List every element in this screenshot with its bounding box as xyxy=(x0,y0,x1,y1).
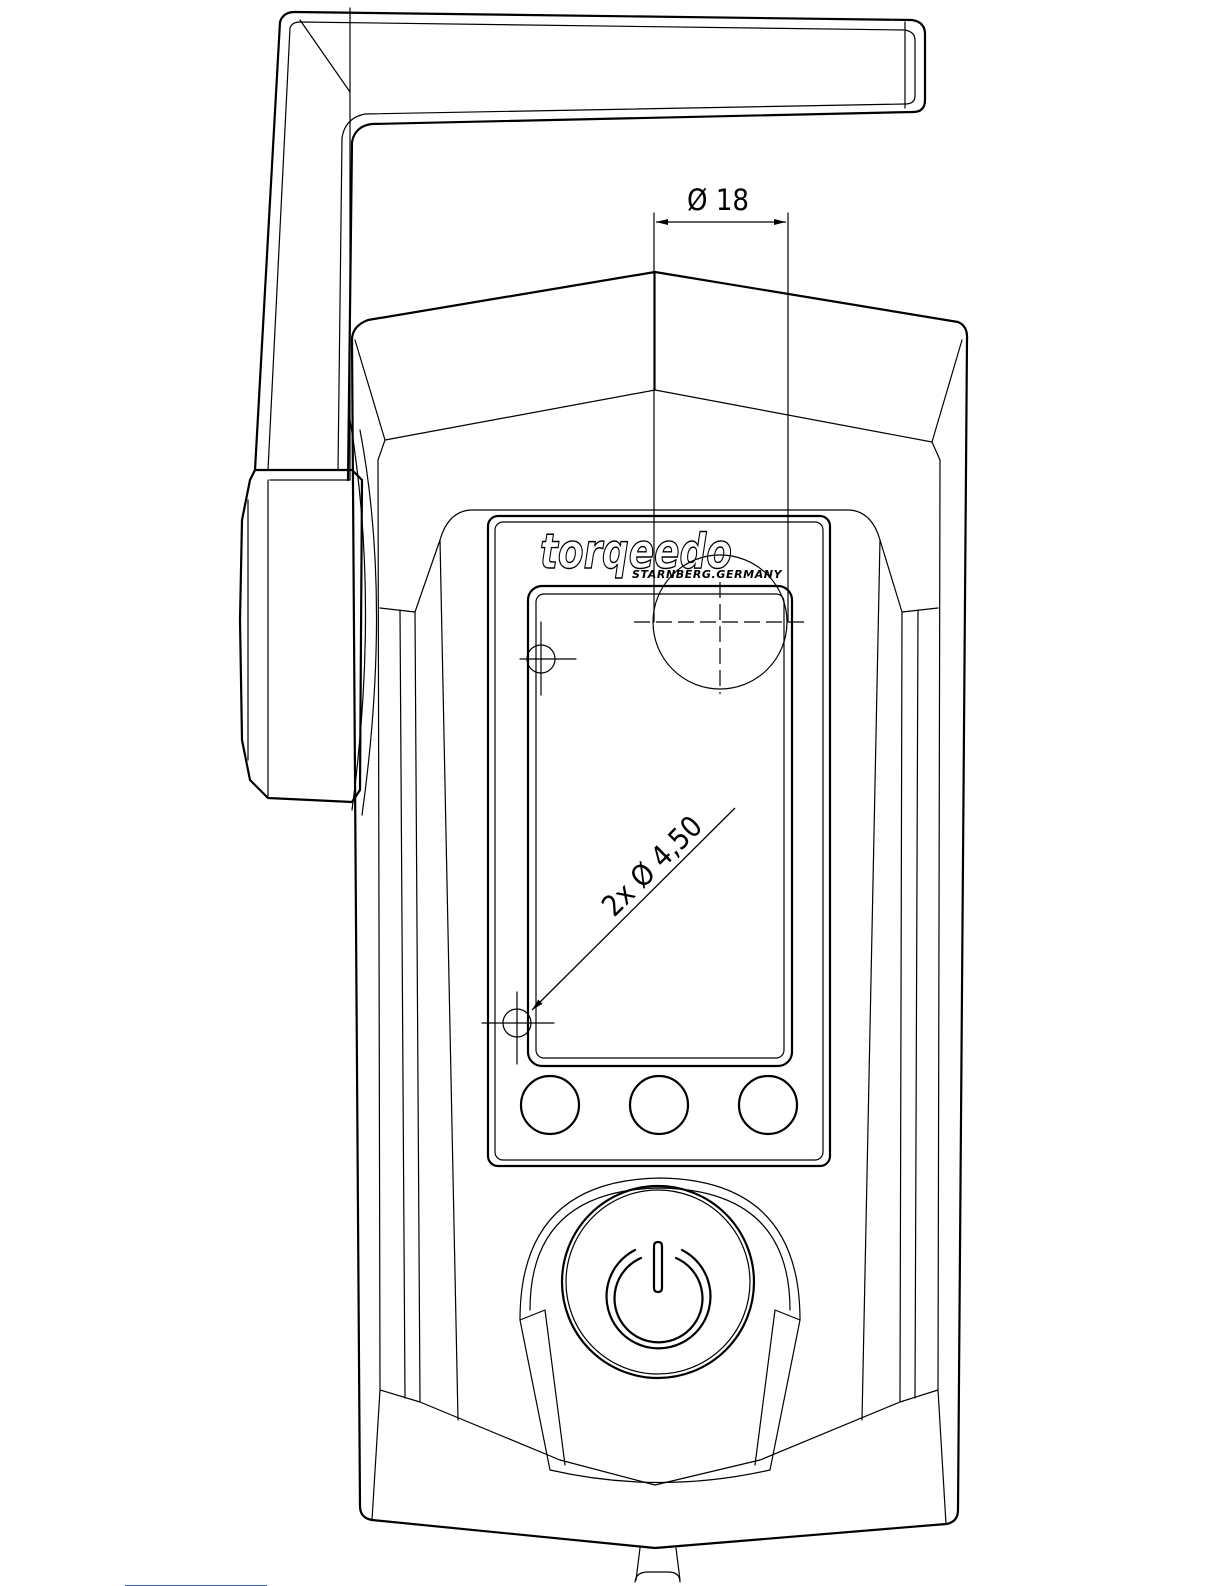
dimension-label-top-hole: Ø 18 xyxy=(687,183,749,217)
torqeedo-logo: torqeedo STARNBERG.GERMANY xyxy=(540,524,783,581)
dimension-label-mounting-holes: 2x Ø 4,50 xyxy=(595,809,709,923)
function-button-left[interactable] xyxy=(521,1076,579,1134)
function-button-right[interactable] xyxy=(739,1076,797,1134)
power-icon xyxy=(607,1242,711,1348)
power-button-housing xyxy=(520,1178,800,1483)
dimension-mounting-holes: 2x Ø 4,50 xyxy=(482,622,735,1064)
main-housing xyxy=(352,272,967,1582)
function-button-middle[interactable] xyxy=(630,1076,688,1134)
display-screen xyxy=(528,586,792,1066)
dimension-top-hole: Ø 18 xyxy=(634,183,808,694)
display-bezel xyxy=(415,510,902,1420)
function-buttons xyxy=(521,1076,797,1134)
throttle-lever xyxy=(255,8,925,480)
lever-hub xyxy=(240,420,377,815)
